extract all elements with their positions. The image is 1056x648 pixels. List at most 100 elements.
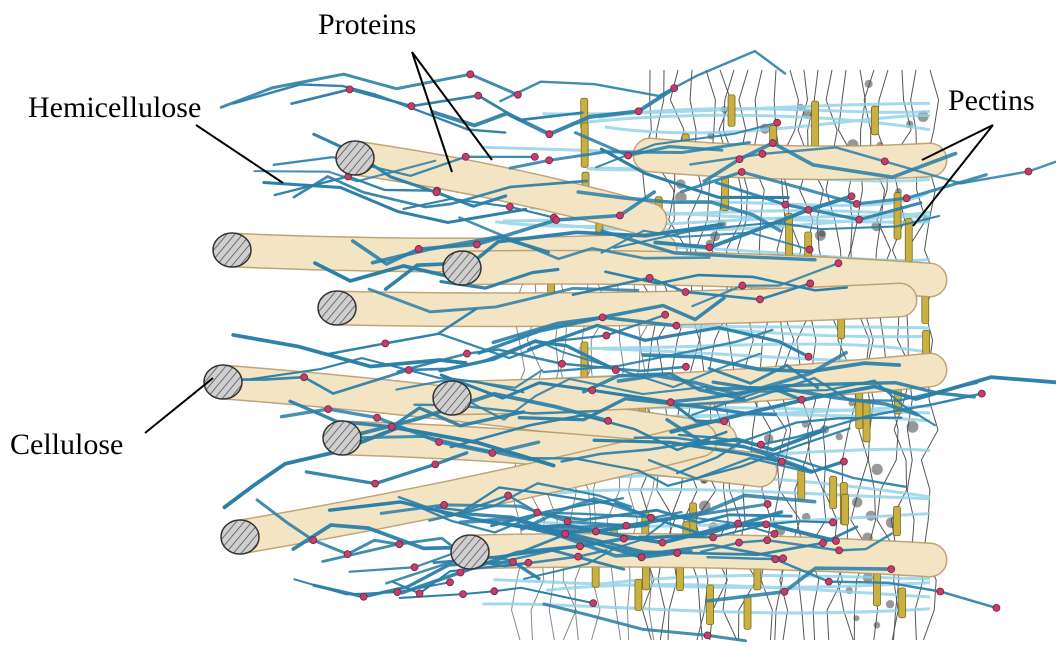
protein-dot	[491, 588, 498, 595]
protein-dot	[475, 92, 482, 99]
protein-dot	[415, 245, 422, 252]
pectin-cluster	[872, 464, 883, 475]
protein-dot	[441, 501, 448, 508]
protein-dot	[546, 157, 553, 164]
protein-dot	[346, 86, 353, 93]
protein-dot	[467, 71, 474, 78]
protein-dot	[881, 158, 888, 165]
protein-dot	[682, 288, 689, 295]
pectin-rod	[871, 106, 878, 135]
cellulose-label: Cellulose	[10, 430, 123, 460]
pectin-cluster	[853, 615, 859, 621]
protein-dot	[781, 588, 788, 595]
cellulose-cross-section	[443, 251, 481, 285]
cellulose-cross-section	[433, 381, 471, 415]
protein-dot	[416, 590, 423, 597]
protein-dot	[1025, 168, 1032, 175]
protein-dot	[463, 350, 470, 357]
protein-dot	[735, 520, 742, 527]
pectins-leader-line-1	[922, 125, 993, 160]
pectin-cluster	[819, 230, 826, 237]
protein-dot	[756, 296, 763, 303]
protein-dot	[612, 367, 619, 374]
proteins-leader-line-2	[412, 52, 492, 160]
protein-dot	[805, 353, 812, 360]
protein-dot	[903, 195, 910, 202]
protein-dot	[620, 535, 627, 542]
pectin-rod	[893, 506, 900, 535]
protein-dot	[411, 564, 418, 571]
protein-dot	[599, 314, 606, 321]
protein-dot	[739, 282, 746, 289]
protein-dot	[509, 558, 516, 565]
protein-dot	[603, 332, 610, 339]
pectin-rod	[863, 400, 870, 442]
protein-dot	[798, 396, 805, 403]
protein-dot	[388, 423, 395, 430]
protein-dot	[590, 600, 597, 607]
protein-dot	[674, 549, 681, 556]
protein-dot	[433, 189, 440, 196]
protein-dot	[301, 374, 308, 381]
protein-dot	[394, 589, 401, 596]
protein-dot	[774, 119, 781, 126]
protein-dot	[764, 501, 771, 508]
protein-dot	[325, 406, 332, 413]
protein-dot	[553, 216, 560, 223]
cellulose-cross-section	[213, 233, 251, 267]
protein-dot	[759, 150, 766, 157]
protein-dot	[805, 206, 812, 213]
pectin-rod	[744, 596, 751, 630]
protein-dot	[505, 492, 512, 499]
protein-dot	[360, 593, 367, 600]
protein-dot	[616, 212, 623, 219]
protein-dot	[978, 390, 985, 397]
protein-dot	[782, 201, 789, 208]
protein-dot	[605, 417, 612, 424]
protein-dot	[405, 366, 412, 373]
protein-dot	[780, 555, 787, 562]
protein-dot	[667, 399, 674, 406]
protein-dot	[577, 543, 584, 550]
protein-dot	[531, 153, 538, 160]
protein-dot	[514, 91, 521, 98]
cellulose-cross-section	[318, 291, 356, 325]
protein-dot	[710, 534, 717, 541]
proteins-label: Proteins	[318, 10, 416, 40]
pectin-rod	[842, 494, 849, 525]
cellulose-cross-section	[336, 141, 374, 175]
protein-dot	[457, 569, 464, 576]
protein-dot	[575, 553, 582, 560]
pectin-rod	[798, 470, 805, 500]
pectin-rod	[707, 585, 714, 625]
protein-dot	[763, 521, 770, 528]
protein-dot	[473, 241, 480, 248]
protein-dot	[835, 260, 842, 267]
protein-dot	[408, 103, 415, 110]
protein-dot	[344, 551, 351, 558]
protein-dot	[937, 588, 944, 595]
protein-dot	[721, 418, 728, 425]
protein-dot	[738, 169, 745, 176]
protein-dot	[825, 578, 832, 585]
protein-dot	[771, 530, 778, 537]
protein-dot	[447, 579, 454, 586]
pectin-cluster	[836, 433, 843, 440]
protein-dot	[757, 441, 764, 448]
protein-dot	[546, 131, 553, 138]
protein-dot	[848, 193, 855, 200]
protein-dot	[589, 387, 596, 394]
protein-dot	[459, 591, 466, 598]
protein-dot	[506, 203, 513, 210]
pectin-cluster	[886, 600, 894, 608]
pectin-cluster	[852, 497, 862, 507]
protein-dot	[635, 108, 642, 115]
pectin-rod	[899, 588, 906, 618]
protein-dot	[646, 274, 653, 281]
protein-dot	[704, 632, 711, 639]
cellulose-cross-section	[221, 520, 259, 554]
protein-dot	[396, 541, 403, 548]
protein-dot	[671, 85, 678, 92]
protein-dot	[374, 414, 381, 421]
protein-dot	[382, 340, 389, 347]
